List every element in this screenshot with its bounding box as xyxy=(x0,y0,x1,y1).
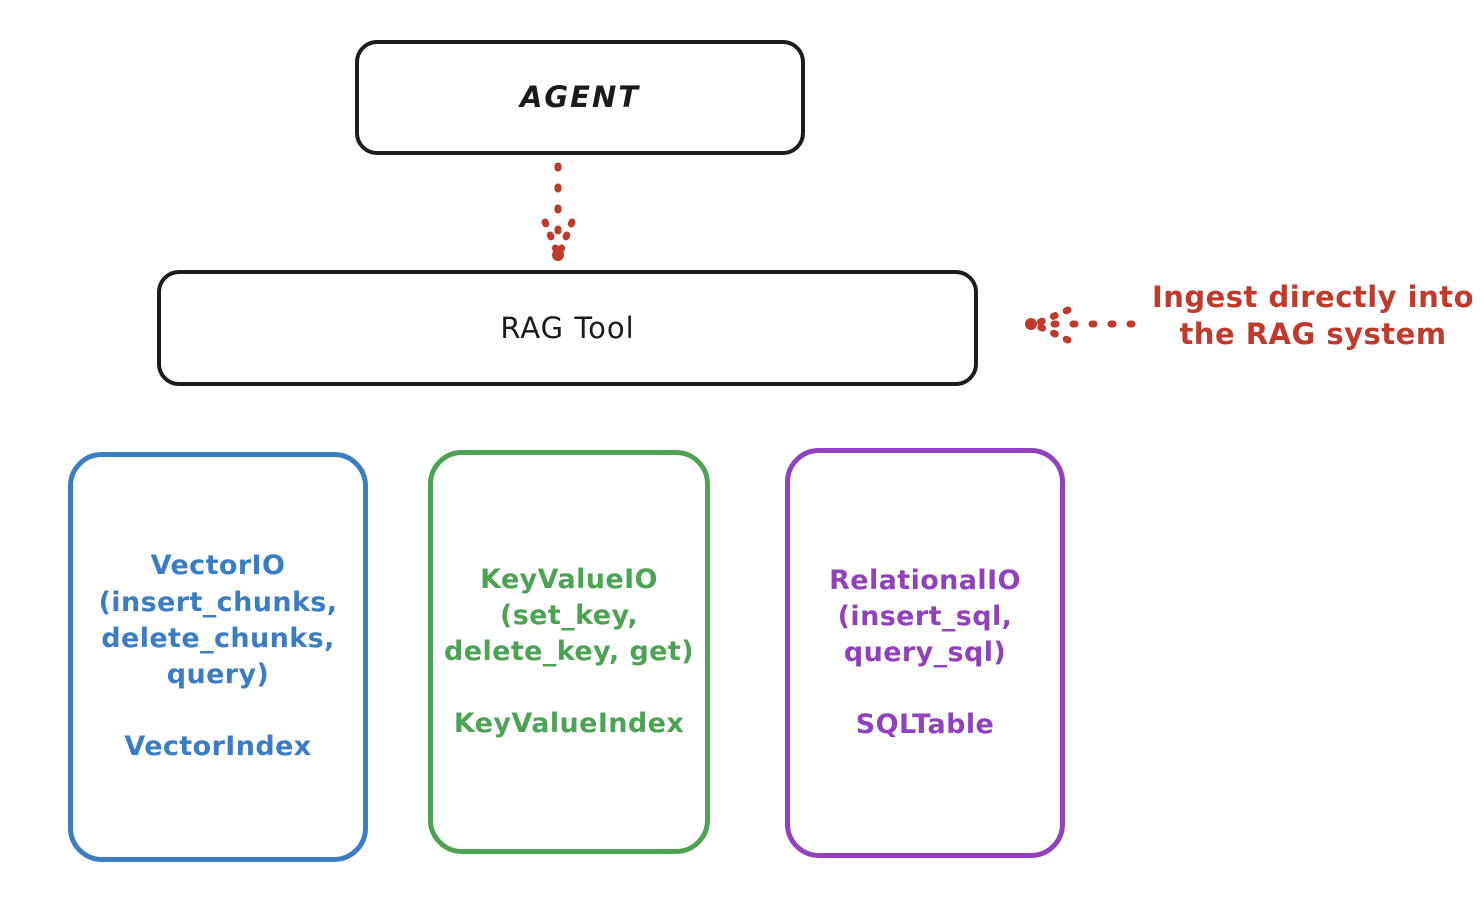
node-rag-tool-label: RAG Tool xyxy=(500,310,635,345)
node-key-value-io-label: KeyValueIO (set_key, delete_key, get) Ke… xyxy=(444,563,694,740)
node-agent[interactable]: AGENT xyxy=(355,40,805,155)
annotation-ingest-label: Ingest directly into the RAG system xyxy=(1151,280,1475,351)
node-rag-tool[interactable]: RAG Tool xyxy=(157,270,978,386)
node-relational-io[interactable]: RelationalIO (insert_sql, query_sql) SQL… xyxy=(785,448,1065,858)
arrow-ingest-to-rag-tool xyxy=(1025,306,1136,344)
node-agent-label: AGENT xyxy=(519,80,641,115)
node-key-value-io[interactable]: KeyValueIO (set_key, delete_key, get) Ke… xyxy=(428,450,710,854)
node-vector-io[interactable]: VectorIO (insert_chunks, delete_chunks, … xyxy=(68,452,368,862)
arrow-agent-to-rag-tool xyxy=(541,162,576,261)
node-relational-io-label: RelationalIO (insert_sql, query_sql) SQL… xyxy=(829,564,1021,741)
node-vector-io-label: VectorIO (insert_chunks, delete_chunks, … xyxy=(98,550,338,763)
